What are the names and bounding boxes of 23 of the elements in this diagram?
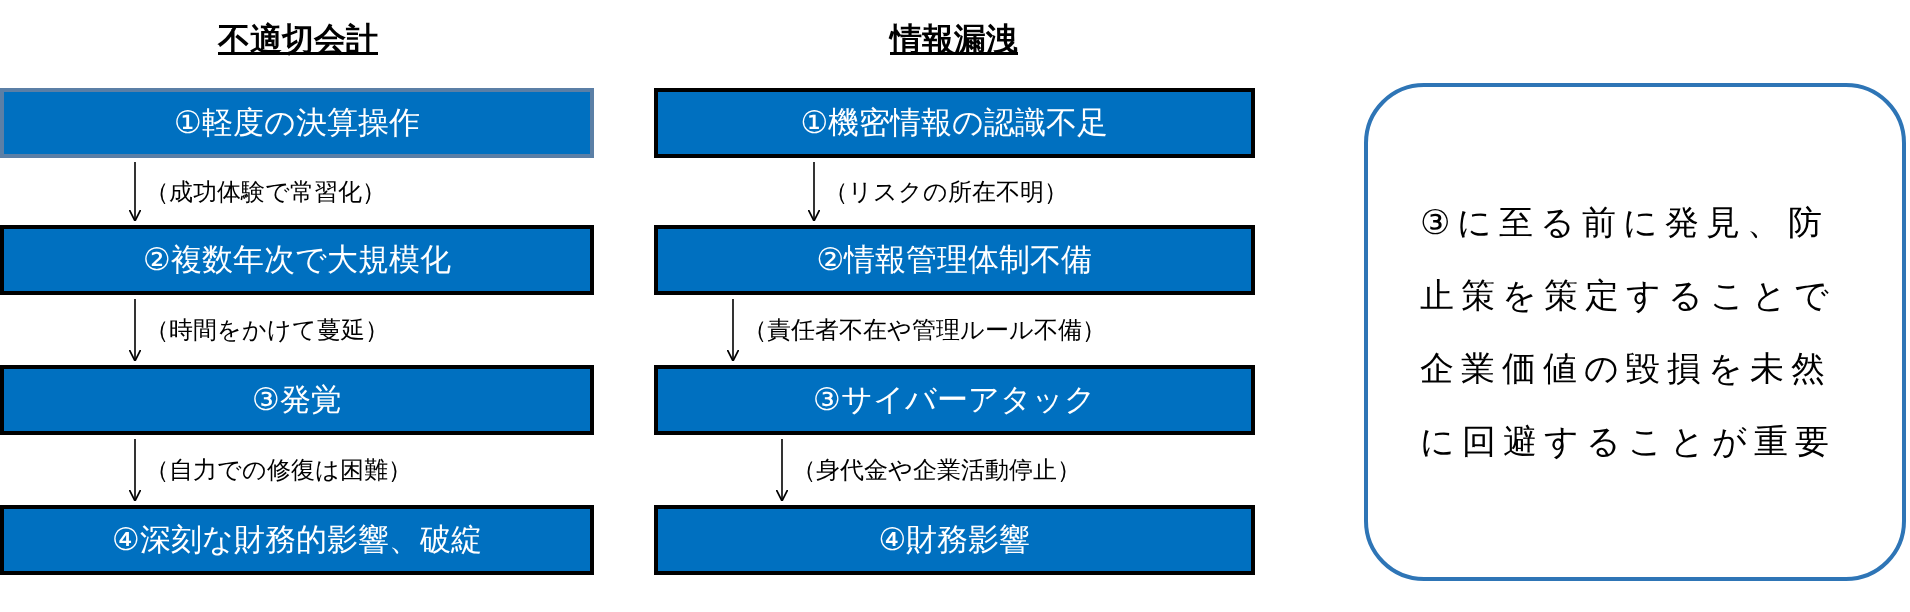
rounded-note-box: ③に至る前に発見、防止策を策定することで企業価値の毀損を未然に回避することが重要 (1364, 83, 1906, 581)
process-box: ④財務影響 (654, 505, 1255, 575)
process-box: ④深刻な財務的影響、破綻 (0, 505, 594, 575)
process-box: ①機密情報の認識不足 (654, 88, 1255, 158)
process-box: ①軽度の決算操作 (0, 88, 594, 158)
arrow (726, 298, 740, 362)
process-box: ③発覚 (0, 365, 594, 435)
edge-label: （自力での修復は困難） (145, 455, 412, 485)
process-box: ②複数年次で大規模化 (0, 225, 594, 295)
edge-label: （リスクの所在不明） (824, 176, 1068, 207)
edge-label: （時間をかけて蔓延） (145, 315, 389, 345)
edge-label: （身代金や企業活動停止） (792, 455, 1081, 485)
edge-label: （成功体験で常習化） (145, 176, 386, 207)
arrow (128, 438, 142, 502)
arrow (807, 161, 821, 222)
process-box: ②情報管理体制不備 (654, 225, 1255, 295)
column-heading: 不適切会計 (218, 19, 378, 60)
arrow (128, 161, 142, 222)
edge-label: （責任者不在や管理ルール不備） (743, 315, 1106, 345)
process-box: ③サイバーアタック (654, 365, 1255, 435)
column-heading: 情報漏洩 (890, 19, 1018, 60)
arrow (775, 438, 789, 502)
arrow (128, 298, 142, 362)
